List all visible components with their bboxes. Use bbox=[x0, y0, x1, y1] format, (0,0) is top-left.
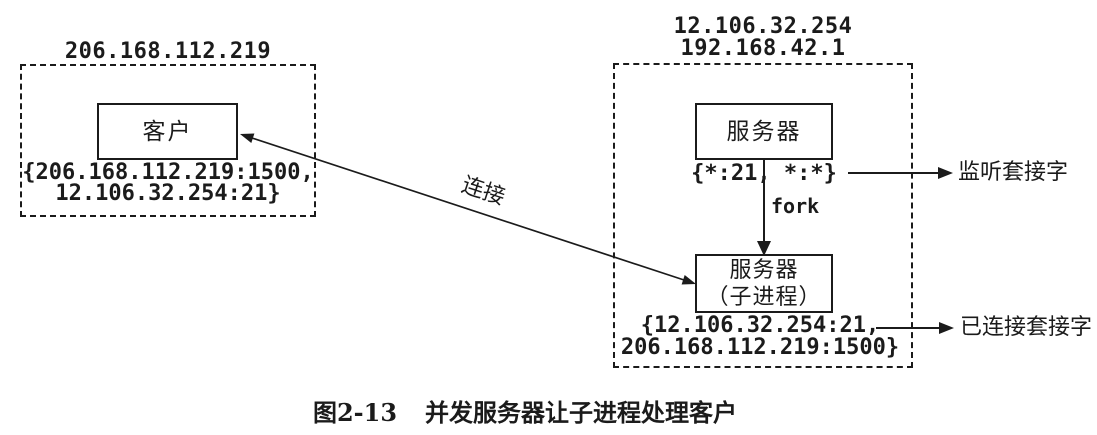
fork-arrowhead-icon bbox=[757, 241, 771, 256]
connection-arrowhead-client-icon bbox=[240, 133, 255, 143]
client-socket-pair-line1: {206.168.112.219:1500, bbox=[22, 160, 314, 185]
connected-socket-annotation: 已连接套接字 bbox=[960, 315, 1093, 340]
server-child-process-box: 服务器 （子进程） bbox=[695, 254, 833, 313]
connection-arrow-line bbox=[251, 137, 685, 281]
server-host-ip-2: 192.168.42.1 bbox=[680, 36, 846, 61]
server-process-box: 服务器 bbox=[695, 103, 833, 160]
client-process-label: 客户 bbox=[142, 118, 193, 145]
fork-label: fork bbox=[771, 194, 820, 218]
listening-socket-annotation: 监听套接字 bbox=[958, 160, 1069, 185]
server-host-ip-1: 12.106.32.254 bbox=[673, 14, 853, 39]
connection-arrowhead-child-icon bbox=[681, 275, 696, 285]
listening-socket-pair: {*:21, *:*} bbox=[691, 161, 837, 186]
client-host-boundary bbox=[20, 64, 316, 217]
server-child-label-line1: 服务器 bbox=[729, 257, 799, 283]
server-process-label: 服务器 bbox=[726, 118, 802, 145]
connected-socket-pair-line2: 206.168.112.219:1500} bbox=[620, 335, 900, 360]
connected-socket-arrowhead-icon bbox=[939, 322, 954, 334]
client-socket-pair-line2: 12.106.32.254:21} bbox=[55, 181, 281, 206]
client-process-box: 客户 bbox=[97, 103, 238, 160]
figure-caption: 图2-13 并发服务器让子进程处理客户 bbox=[0, 393, 1050, 428]
figure-number: 图2-13 bbox=[312, 398, 398, 427]
connected-socket-pair-line1: {12.106.32.254:21, bbox=[640, 313, 880, 338]
figure-title: 并发服务器让子进程处理客户 bbox=[425, 398, 738, 427]
listening-socket-arrowhead-icon bbox=[938, 167, 953, 179]
client-socket-pair: {206.168.112.219:1500, 12.106.32.254:21} bbox=[18, 160, 318, 206]
connected-socket-pair: {12.106.32.254:21, 206.168.112.219:1500} bbox=[611, 315, 909, 359]
server-host-boundary bbox=[613, 63, 913, 368]
client-host-ip: 206.168.112.219 bbox=[64, 39, 272, 64]
server-child-label-line2: （子进程） bbox=[706, 284, 822, 310]
